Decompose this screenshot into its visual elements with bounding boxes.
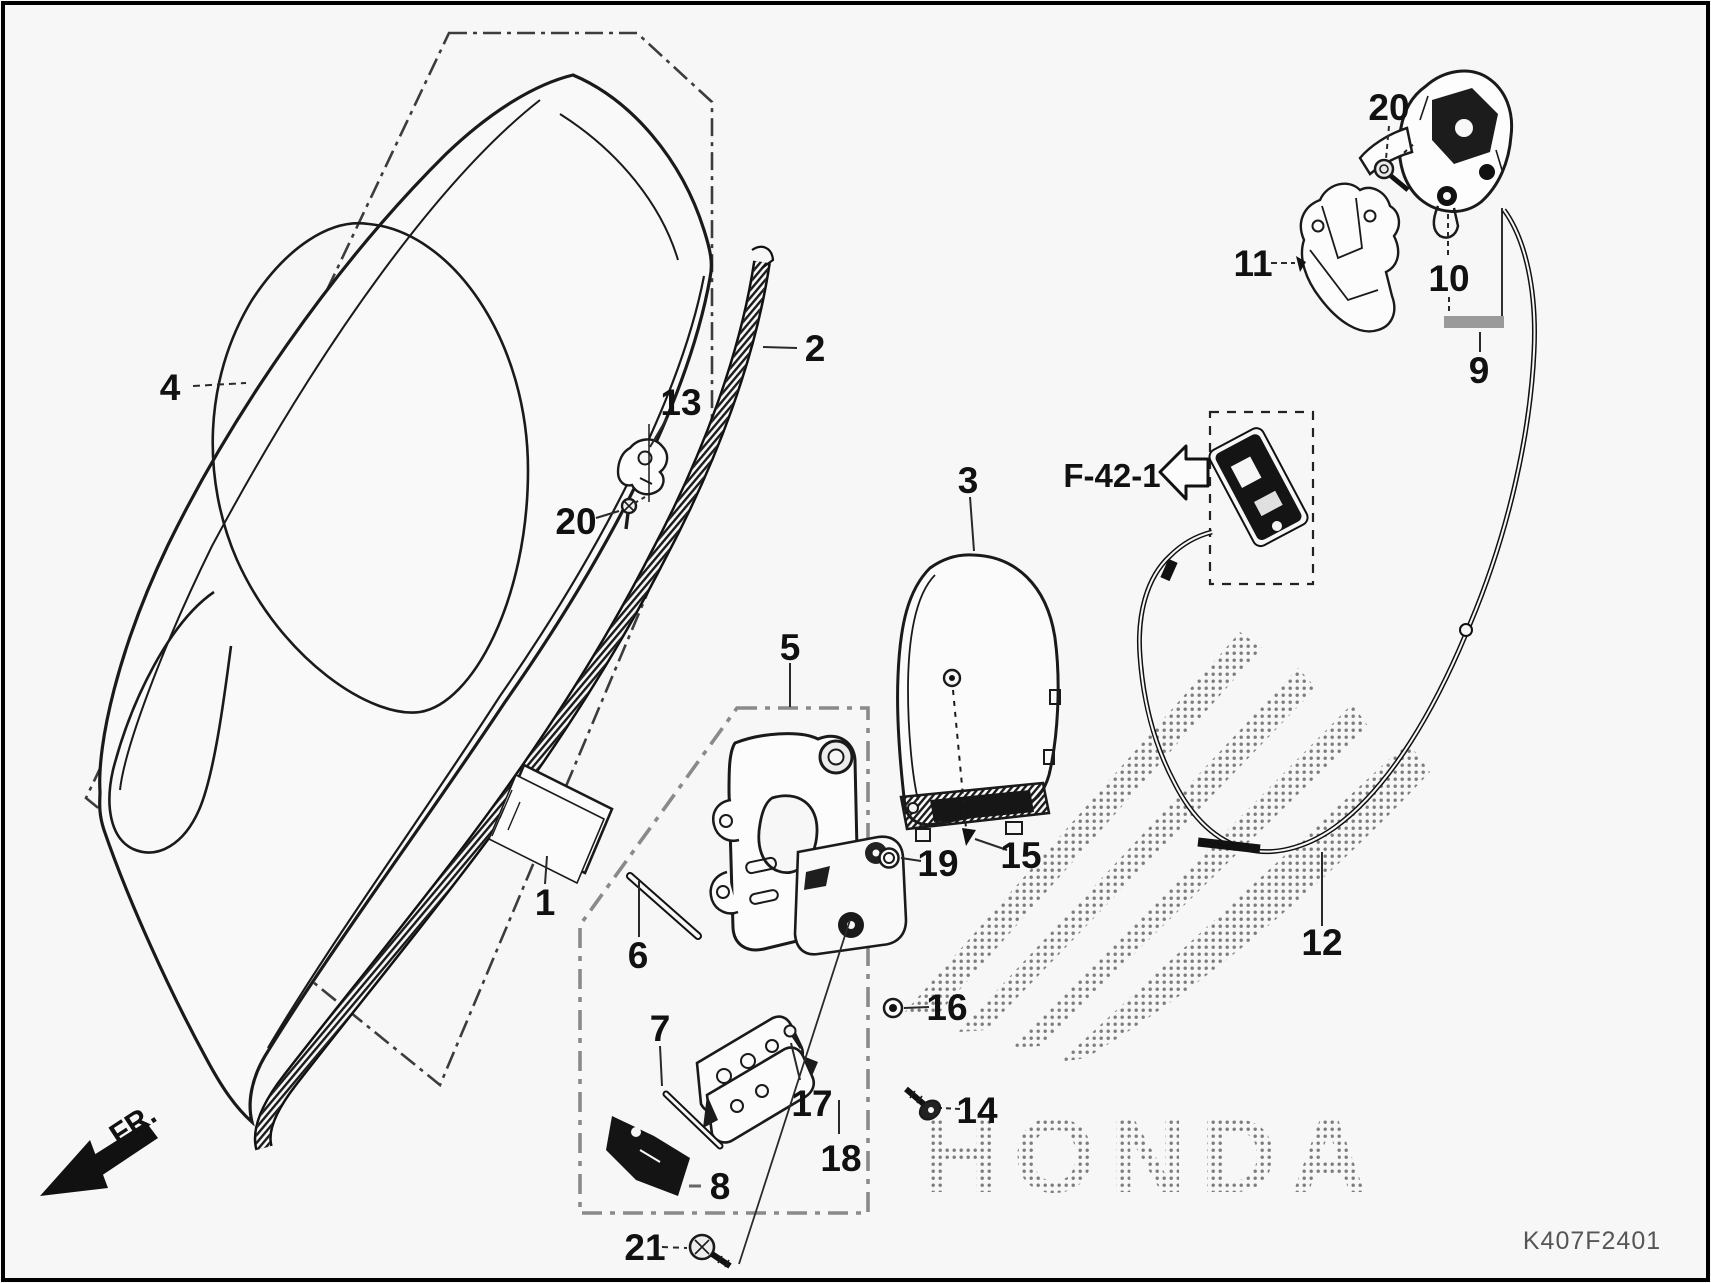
lock-reference-drawing [1158, 410, 1315, 586]
center-bracket-drawing [709, 732, 908, 956]
seat-lock-icon [1208, 427, 1309, 548]
reference-arrow-icon [1158, 444, 1210, 501]
part-callout-21: 21 [624, 1227, 665, 1268]
cable-drawing [1136, 208, 1537, 855]
cross-reference-label: F-42-1 [1063, 457, 1160, 494]
cable-adjuster-icon [1160, 558, 1178, 582]
cover-drawing [896, 553, 1061, 846]
bolt-20-icon [1373, 141, 1417, 192]
drawing-code: K407F2401 [1523, 1227, 1661, 1255]
part-callout-20-latch: 20 [1368, 87, 1409, 128]
bracket-11-drawing [1296, 182, 1401, 333]
latch-assembly-drawing [1358, 69, 1514, 328]
bolt-19-icon [878, 847, 900, 869]
seat-striker-clip-drawing [616, 424, 669, 530]
part-callout-17: 17 [791, 1083, 832, 1124]
part-callout-11: 11 [1233, 243, 1272, 284]
part-callout-20-seat: 20 [555, 501, 596, 542]
part-callout-14: 14 [956, 1090, 998, 1131]
part-callout-13: 13 [660, 382, 701, 423]
part-callout-18: 18 [820, 1138, 861, 1179]
part-callout-7: 7 [650, 1008, 671, 1049]
part-callout-12: 12 [1301, 922, 1342, 963]
seat-drawing [98, 73, 713, 1127]
part-callout-9: 9 [1469, 350, 1490, 391]
center-bracket-box [578, 706, 870, 1215]
part-callout-8: 8 [710, 1166, 731, 1207]
pin-15-arrowhead-icon [962, 828, 976, 846]
stopper-rubber-drawing [606, 1116, 690, 1196]
part-callout-3: 3 [958, 460, 979, 501]
damper-10-icon [1437, 186, 1457, 206]
rubber-pad-drawing [487, 763, 614, 885]
callout-labels: 1 2 3 4 5 6 7 8 9 10 11 12 13 14 15 16 1… [160, 87, 1490, 1268]
lock-detail-box [1208, 410, 1315, 586]
part-callout-16: 16 [926, 987, 967, 1028]
bracket-9-bar-icon [1444, 316, 1504, 328]
part-callout-1: 1 [535, 882, 556, 923]
honda-wing-watermark-icon: HONDA [905, 632, 1430, 1215]
part-callout-19: 19 [917, 843, 958, 884]
part-callout-4: 4 [160, 367, 181, 408]
bolt-14-icon [904, 1086, 942, 1121]
part-callout-2: 2 [805, 328, 826, 369]
hinge-assembly-drawing [626, 872, 818, 1150]
honda-watermark-text: HONDA [923, 1097, 1382, 1215]
cable-clip-icon [1459, 623, 1473, 637]
part-callout-5: 5 [780, 627, 801, 668]
part-callout-6: 6 [628, 935, 649, 976]
screw-17-icon [783, 1024, 797, 1038]
part-callout-15: 15 [1000, 835, 1041, 876]
bolt-21-drawing [688, 1233, 732, 1269]
part-callout-10: 10 [1428, 258, 1469, 299]
leader-lines [192, 125, 1481, 1265]
fasteners-drawing [878, 847, 942, 1121]
